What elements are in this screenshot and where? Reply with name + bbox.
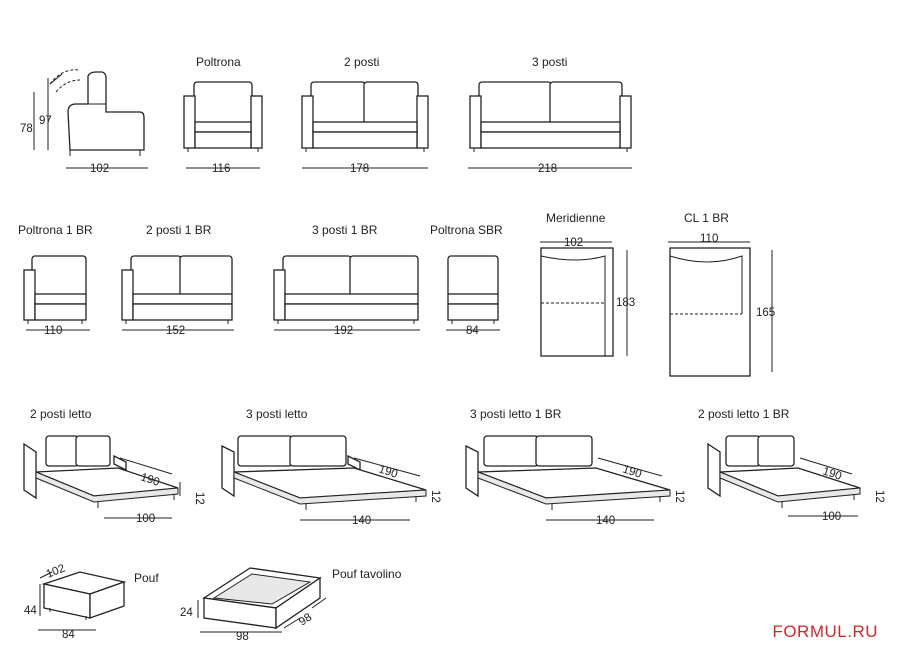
letto2-1br-length-label: 190 [821, 465, 843, 482]
letto3-drawing [221, 435, 427, 521]
side-recline-height-label: 97 [39, 115, 52, 127]
posti2-width-label: 178 [350, 163, 369, 175]
pouf-width-label: 84 [62, 629, 75, 641]
letto2-height-label: 12 [193, 492, 205, 505]
poltrona-sbr-drawing [446, 255, 500, 331]
letto3-1br-width-label: 140 [596, 515, 615, 527]
poltrona-drawing [183, 81, 263, 169]
cl1br-width-label: 110 [700, 233, 718, 245]
letto3-1br-title: 3 posti letto 1 BR [470, 407, 562, 421]
pouf-tavolino-drawing [197, 567, 327, 633]
letto2-title: 2 posti letto [30, 407, 92, 421]
posti3-1br-title: 3 posti 1 BR [312, 223, 378, 237]
pouf-tavolino-depth-label: 98 [297, 611, 314, 628]
letto2-length-label: 190 [139, 471, 161, 488]
posti2-drawing [301, 81, 429, 169]
side-depth-label: 102 [90, 163, 109, 175]
pouf-tavolino-width-label: 98 [236, 631, 249, 643]
meridienne-length-label: 183 [616, 297, 635, 309]
letto2-width-label: 100 [136, 513, 155, 525]
pouf-tavolino-height-label: 24 [180, 607, 193, 619]
posti2-1br-width-label: 152 [166, 325, 185, 337]
letto2-1br-width-label: 100 [822, 511, 841, 523]
posti3-drawing [468, 81, 632, 169]
poltrona-1br-drawing [23, 255, 90, 331]
letto3-width-label: 140 [352, 515, 371, 527]
pouf-title: Pouf [134, 571, 159, 585]
pouf-tavolino-title: Pouf tavolino [332, 567, 402, 581]
pouf-drawing [38, 571, 127, 631]
letto3-1br-drawing [465, 435, 671, 521]
letto3-title: 3 posti letto [246, 407, 308, 421]
side-profile-drawing [33, 69, 148, 169]
poltrona-title: Poltrona [196, 55, 241, 69]
posti2-title: 2 posti [344, 55, 379, 69]
poltrona-sbr-title: Poltrona SBR [430, 223, 503, 237]
letto2-1br-title: 2 posti letto 1 BR [698, 407, 790, 421]
cl1br-title: CL 1 BR [684, 211, 729, 225]
posti3-width-label: 218 [538, 163, 557, 175]
cl1br-drawing [668, 241, 773, 377]
poltrona-1br-width-label: 110 [44, 325, 62, 337]
poltrona-sbr-width-label: 84 [466, 325, 479, 337]
posti3-title: 3 posti [532, 55, 567, 69]
posti3-1br-width-label: 192 [334, 325, 353, 337]
letto3-1br-height-label: 12 [673, 490, 685, 503]
letto3-1br-length-label: 190 [621, 463, 643, 480]
posti2-1br-drawing [121, 255, 234, 331]
posti2-1br-title: 2 posti 1 BR [146, 223, 212, 237]
letto2-1br-height-label: 12 [873, 490, 885, 503]
meridienne-title: Meridienne [546, 211, 606, 225]
poltrona-1br-title: Poltrona 1 BR [18, 223, 93, 237]
side-height-label: 78 [20, 123, 33, 135]
letto3-height-label: 12 [429, 490, 441, 503]
pouf-height-label: 44 [24, 605, 37, 617]
posti3-1br-drawing [273, 255, 420, 331]
cl1br-length-label: 165 [756, 307, 775, 319]
meridienne-drawing [540, 241, 628, 357]
letto3-length-label: 190 [377, 463, 399, 480]
letto2-drawing [23, 435, 181, 519]
poltrona-width-label: 116 [212, 163, 230, 175]
meridienne-width-label: 102 [564, 237, 583, 249]
letto2-1br-drawing [707, 435, 861, 517]
brand-watermark: FORMUL.RU [772, 622, 878, 641]
